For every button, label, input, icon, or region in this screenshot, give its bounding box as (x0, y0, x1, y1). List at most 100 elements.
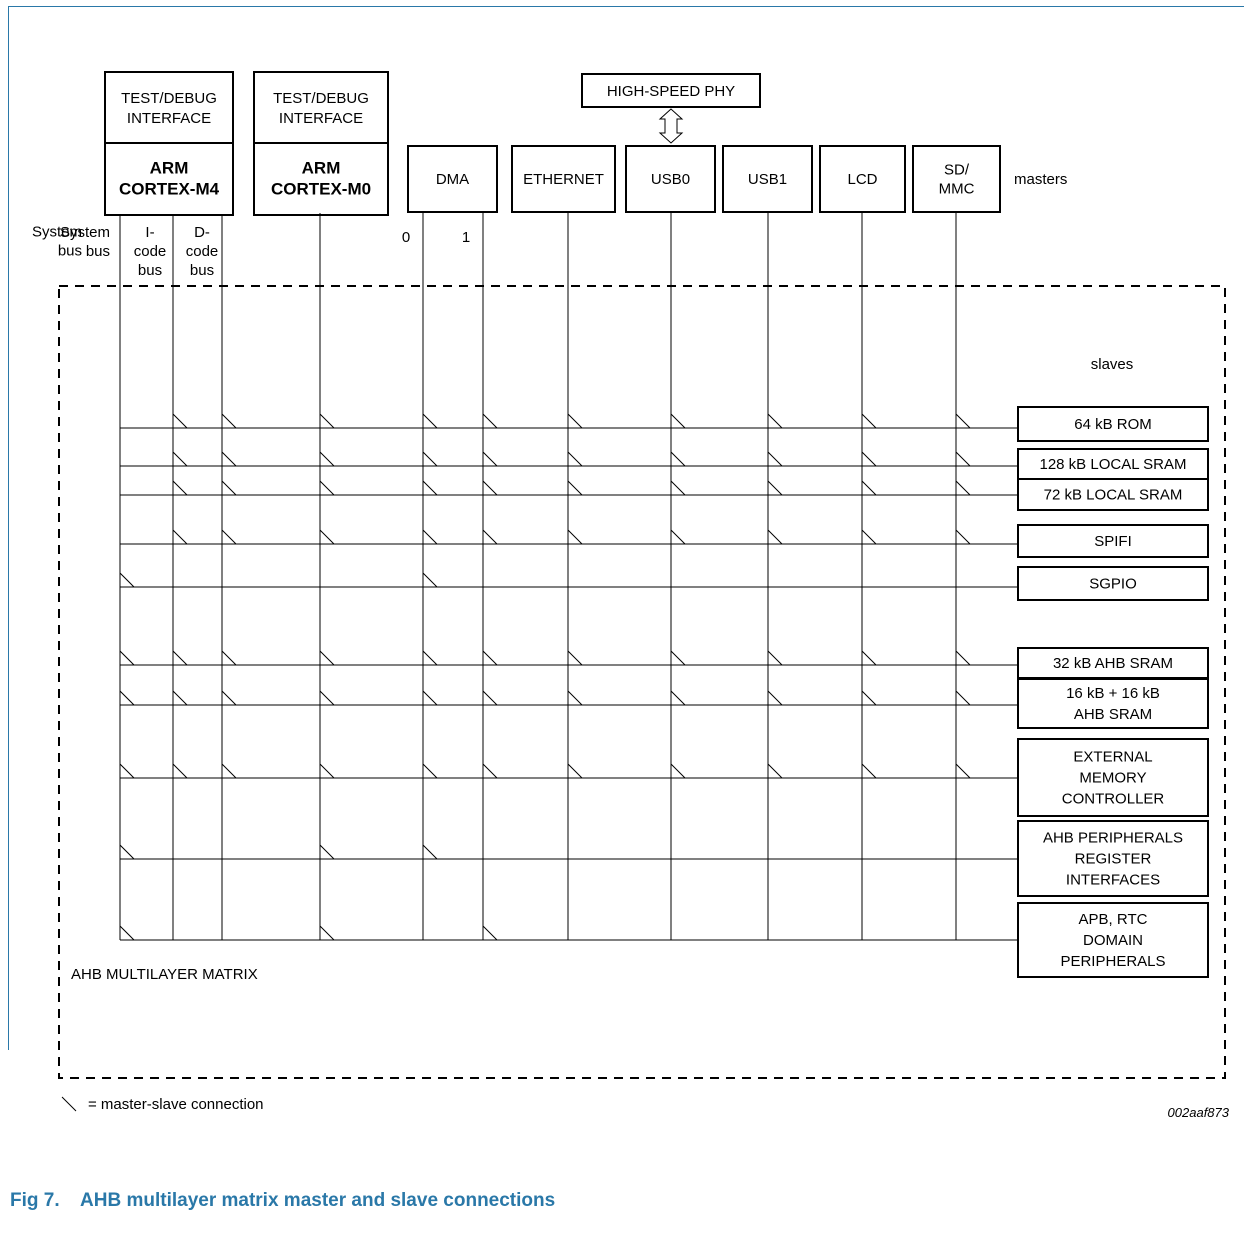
master-slave-connection (172, 413, 188, 429)
master-slave-connection (567, 529, 583, 545)
master-slave-connection (567, 690, 583, 706)
legend-label: = master-slave connection (88, 1096, 264, 1113)
master-slave-connection (767, 650, 783, 666)
master-slave-connection (861, 650, 877, 666)
phy-usb0-arrow (658, 108, 684, 144)
masters-label: masters (1014, 171, 1067, 188)
master-slave-connection (567, 763, 583, 779)
master-slave-connection (319, 763, 335, 779)
master-slave-connection (861, 529, 877, 545)
master-lcd-label-line: LCD (847, 171, 877, 188)
master-slave-connection (670, 413, 686, 429)
master-slave-connection (567, 451, 583, 467)
icode-bus-label: I- (145, 224, 154, 241)
slave-label-line: AHB PERIPHERALS (1043, 830, 1183, 847)
slave-label-line: SGPIO (1089, 576, 1137, 593)
master-slave-connection (172, 763, 188, 779)
slave-label-line: 64 kB ROM (1074, 416, 1152, 433)
master-slave-connection (767, 413, 783, 429)
master-m0-debug-label-line: INTERFACE (279, 110, 363, 127)
master-ethernet-box (511, 145, 616, 213)
matrix-boundary (58, 285, 1226, 1079)
slave-box (1017, 738, 1209, 817)
dcode-bus-label: D- (194, 224, 210, 241)
figure-caption: Fig 7. AHB multilayer matrix master and … (10, 1190, 556, 1211)
master-m4-debug-label-line: INTERFACE (127, 110, 211, 127)
master-slave-connection (670, 529, 686, 545)
master-slave-connection (422, 413, 438, 429)
master-slave-connection (482, 480, 498, 496)
master-slave-connection (482, 529, 498, 545)
master-slave-connection (861, 690, 877, 706)
master-slave-connection (670, 763, 686, 779)
slave-label-line: MEMORY (1079, 770, 1146, 787)
slave-label-line: PERIPHERALS (1060, 953, 1165, 970)
master-sdmmc-label-line: SD/ (944, 162, 970, 179)
master-m4-label-line: ARM (150, 159, 189, 178)
master-slave-connection (767, 763, 783, 779)
master-slave-connection (482, 763, 498, 779)
slave-box (1017, 524, 1209, 558)
master-slave-connection (422, 572, 438, 588)
master-slave-connection (172, 529, 188, 545)
master-slave-connection (955, 529, 971, 545)
dcode-bus-label: code (186, 243, 219, 260)
system-bus-label-line: bus (58, 243, 82, 260)
master-slave-connection (955, 650, 971, 666)
master-slave-connection (319, 650, 335, 666)
master-slave-connection (422, 844, 438, 860)
master-slave-connection (221, 650, 237, 666)
master-usb1-box (722, 145, 813, 213)
master-slave-connection (861, 480, 877, 496)
master-slave-connection (119, 844, 135, 860)
master-slave-connection (422, 451, 438, 467)
master-slave-connection (767, 480, 783, 496)
master-slave-connection (319, 925, 335, 941)
master-ethernet-label-line: ETHERNET (523, 171, 604, 188)
slave-box (1017, 448, 1209, 480)
slave-box (1017, 406, 1209, 442)
master-slave-connection (955, 413, 971, 429)
master-slave-connection (767, 690, 783, 706)
master-usb0-label-line: USB0 (651, 171, 690, 188)
master-slave-connection (319, 529, 335, 545)
master-slave-connection (422, 690, 438, 706)
high-speed-phy-label: HIGH-SPEED PHY (607, 83, 735, 100)
master-slave-connection (221, 413, 237, 429)
slave-label-line: 32 kB AHB SRAM (1053, 655, 1173, 672)
master-sdmmc-box (912, 145, 1001, 213)
master-slave-connection (119, 925, 135, 941)
slave-label-line: INTERFACES (1066, 872, 1160, 889)
slave-box (1017, 902, 1209, 978)
master-slave-connection (567, 413, 583, 429)
slave-label-line: 72 kB LOCAL SRAM (1044, 487, 1183, 504)
matrix-label: AHB MULTILAYER MATRIX (71, 966, 258, 983)
master-m0-label-line: ARM (302, 159, 341, 178)
master-slave-connection (422, 763, 438, 779)
slave-label-line: 16 kB + 16 kB (1066, 685, 1160, 702)
slave-box (1017, 678, 1209, 729)
master-slave-connection (482, 413, 498, 429)
master-m4-debug-label-line: TEST/DEBUG (121, 90, 217, 107)
master-slave-connection (567, 650, 583, 666)
master-slave-connection (422, 650, 438, 666)
slave-box (1017, 820, 1209, 897)
master-m0-label-line: CORTEX-M0 (271, 180, 371, 199)
master-slave-connection (422, 480, 438, 496)
slave-label-line: REGISTER (1075, 851, 1152, 868)
system-bus-label: System (60, 224, 110, 241)
figure-id: 002aaf873 (1168, 1105, 1230, 1120)
master-slave-connection (172, 650, 188, 666)
master-m4-label-line: CORTEX-M4 (119, 180, 220, 199)
master-slave-connection (955, 690, 971, 706)
slave-label-line: DOMAIN (1083, 932, 1143, 949)
master-dma-box (407, 145, 498, 213)
dma-port1-label: 1 (462, 229, 470, 246)
master-slave-connection (221, 763, 237, 779)
master-slave-connection (955, 763, 971, 779)
master-slave-connection (172, 480, 188, 496)
master-slave-connection (119, 763, 135, 779)
master-slave-connection (482, 451, 498, 467)
slaves-label: slaves (1091, 356, 1134, 373)
